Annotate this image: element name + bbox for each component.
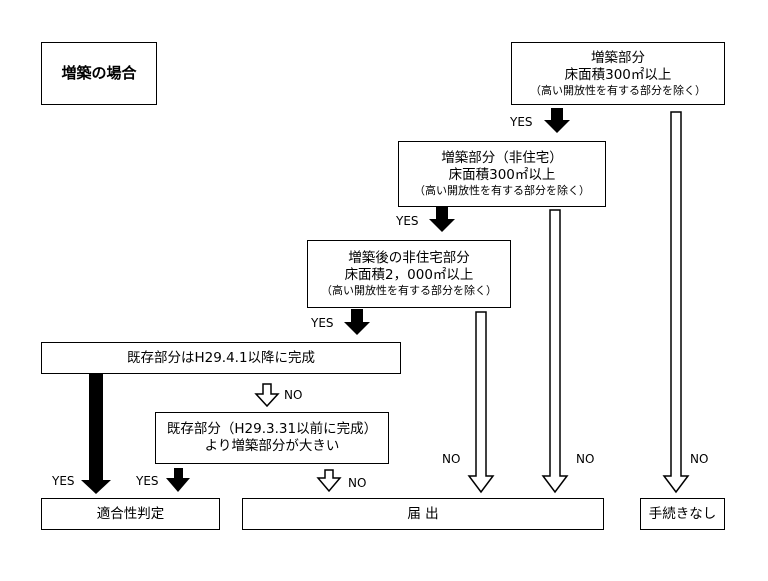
result-notification: 届 出: [242, 498, 604, 530]
q2-line3: （高い開放性を有する部分を除く）: [414, 184, 590, 197]
q4-line1: 既存部分はH29.4.1以降に完成: [126, 349, 316, 366]
q3-line3: （高い開放性を有する部分を除く）: [321, 284, 497, 297]
result-conformity-check: 適合性判定: [41, 498, 220, 530]
result-no-procedure: 手続きなし: [640, 498, 725, 530]
yes-arrow-q5-r1: [166, 468, 190, 492]
page-title: 増築の場合: [61, 64, 137, 83]
r1-label: 適合性判定: [96, 505, 165, 522]
q3-line1: 増築後の非住宅部分: [348, 250, 470, 267]
label-no-q2: NO: [576, 452, 595, 466]
q5-line1: 既存部分（H29.3.31以前に完成）: [166, 421, 378, 438]
yes-arrow-q3-q4: [344, 309, 370, 335]
no-arrow-q5-r2: [316, 469, 342, 493]
yes-arrow-q2-q3: [429, 207, 455, 232]
q2-line2: 床面積300㎡以上: [448, 167, 556, 184]
no-arrow-q1-r3: [662, 111, 690, 494]
q3-line2: 床面積2，000㎡以上: [344, 267, 474, 284]
r3-label: 手続きなし: [648, 505, 717, 522]
decision-q1: 増築部分 床面積300㎡以上 （高い開放性を有する部分を除く）: [511, 42, 725, 105]
label-yes-q1: YES: [510, 115, 533, 129]
decision-q5: 既存部分（H29.3.31以前に完成） より増築部分が大きい: [155, 412, 389, 464]
q5-line2: より増築部分が大きい: [204, 438, 340, 454]
decision-q2: 増築部分（非住宅） 床面積300㎡以上 （高い開放性を有する部分を除く）: [398, 141, 606, 207]
q1-line1: 増築部分: [591, 49, 645, 66]
title-box: 増築の場合: [41, 42, 157, 105]
r2-label: 届 出: [407, 505, 439, 522]
q1-line3: （高い開放性を有する部分を除く）: [530, 83, 706, 97]
no-arrow-q3-r2: [467, 311, 495, 494]
label-yes-q3: YES: [311, 316, 334, 330]
label-no-q4: NO: [284, 388, 303, 402]
label-no-q1: NO: [690, 452, 709, 466]
label-yes-q4: YES: [52, 474, 75, 488]
label-yes-q5: YES: [136, 474, 159, 488]
q2-line1: 増築部分（非住宅）: [441, 150, 563, 167]
decision-q4: 既存部分はH29.4.1以降に完成: [41, 342, 401, 374]
yes-arrow-q4-r1: [81, 357, 111, 494]
no-arrow-q4-q5: [254, 383, 280, 408]
decision-q3: 増築後の非住宅部分 床面積2，000㎡以上 （高い開放性を有する部分を除く）: [307, 240, 511, 308]
label-no-q3: NO: [442, 452, 461, 466]
yes-arrow-q1-q2: [544, 108, 570, 133]
label-yes-q2: YES: [396, 214, 419, 228]
q1-line2: 床面積300㎡以上: [564, 66, 672, 83]
no-arrow-q2-r2: [541, 209, 569, 494]
label-no-q5: NO: [348, 476, 367, 490]
